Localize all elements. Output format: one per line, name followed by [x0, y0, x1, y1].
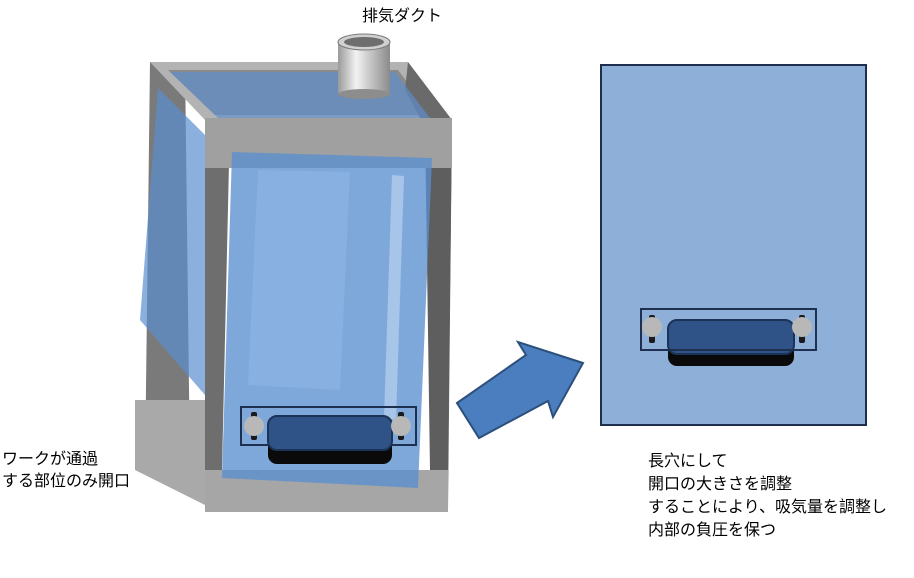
detail-panel — [600, 64, 867, 426]
front-panel-highlight — [248, 170, 350, 390]
front-left-post — [205, 120, 230, 470]
exhaust-duct-label: 排気ダクト — [362, 6, 443, 25]
detail-slot — [640, 308, 817, 366]
detail-note-line-2: 開口の大きさを調整 — [648, 474, 793, 493]
detail-slot-plate — [640, 308, 817, 351]
side-panel — [140, 88, 210, 395]
detail-note-line-3: することにより、吸気量を調整し — [648, 497, 888, 516]
booth-bolt-right — [391, 416, 411, 436]
detail-slot-cover — [667, 319, 795, 355]
detail-bolt-left — [642, 317, 662, 337]
front-panel-stripe — [384, 175, 404, 420]
opening-note-line-2: する部位のみ開口 — [2, 471, 131, 490]
exhaust-duct — [337, 33, 391, 99]
front-right-post — [425, 120, 452, 470]
detail-bolt-right — [792, 317, 812, 337]
detail-note-line-1: 長穴にして — [648, 451, 728, 470]
booth-bolt-left — [244, 416, 264, 436]
opening-note: ワークが通過 する部位のみ開口 — [2, 448, 130, 492]
detail-note-line-4: 内部の負圧を保つ — [648, 520, 777, 539]
detail-note: 長穴にして 開口の大きさを調整 することにより、吸気量を調整し 内部の負圧を保つ — [648, 449, 887, 541]
booth-enclosure — [135, 62, 452, 512]
booth-base-left — [135, 400, 205, 505]
booth-slot-cover — [267, 415, 393, 451]
opening-note-line-1: ワークが通過 — [2, 449, 99, 468]
right-arrow — [455, 340, 585, 440]
